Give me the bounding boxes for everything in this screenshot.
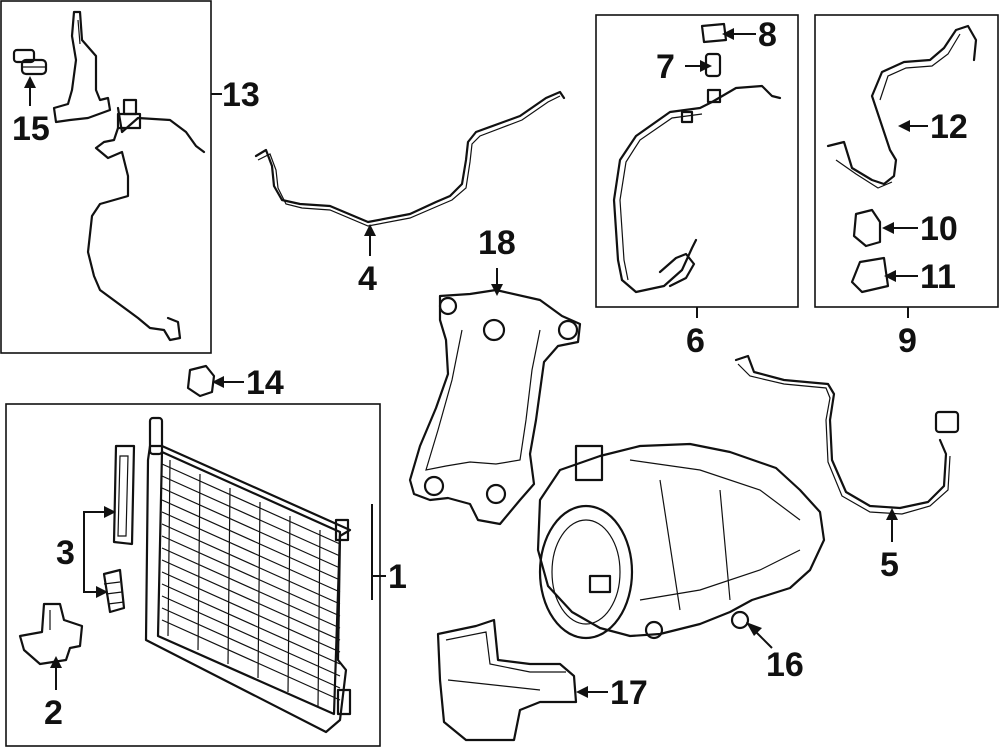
callout-13: 13 — [222, 76, 260, 114]
bracket-part-13[interactable] — [52, 10, 112, 124]
callout-6: 6 — [686, 322, 705, 360]
condenser-part[interactable] — [144, 416, 352, 734]
callout-4: 4 — [358, 260, 377, 298]
group-box-13 — [0, 0, 212, 354]
liquid-line-part-13[interactable] — [86, 98, 206, 342]
callout-14: 14 — [246, 364, 284, 402]
pressure-switch-part[interactable] — [12, 48, 48, 76]
hose-assembly-part-6[interactable] — [612, 84, 782, 294]
callout-9: 9 — [898, 322, 917, 360]
suction-hose-part-5[interactable] — [734, 354, 960, 515]
heat-shield-part[interactable] — [436, 618, 578, 742]
callout-15: 15 — [12, 110, 50, 148]
callout-16: 16 — [766, 646, 804, 684]
clip-part-10[interactable] — [852, 208, 882, 248]
hose-part-4[interactable] — [254, 90, 566, 224]
callout-5: 5 — [880, 546, 899, 584]
callout-8: 8 — [758, 16, 777, 54]
leader-lines — [24, 28, 928, 698]
compressor-part[interactable] — [536, 442, 826, 640]
callout-18: 18 — [478, 224, 516, 262]
callout-12: 12 — [930, 108, 968, 146]
callout-3: 3 — [56, 534, 75, 572]
callout-11: 11 — [920, 258, 956, 296]
cap-part-8[interactable] — [700, 22, 728, 44]
clip-part-11[interactable] — [850, 256, 890, 294]
bracket-part-14[interactable] — [186, 364, 216, 398]
bracket-part-2[interactable] — [18, 602, 84, 666]
hose-part-12[interactable] — [826, 24, 978, 189]
callout-10: 10 — [920, 210, 958, 248]
seal-part-3b[interactable] — [102, 568, 126, 614]
callout-7: 7 — [656, 48, 675, 86]
compressor-bracket-part[interactable] — [408, 288, 582, 526]
callout-2: 2 — [44, 694, 63, 732]
callout-1: 1 — [388, 558, 407, 596]
group-box-9 — [814, 14, 999, 308]
callout-17: 17 — [610, 674, 648, 712]
seal-part-3a[interactable] — [112, 444, 136, 546]
